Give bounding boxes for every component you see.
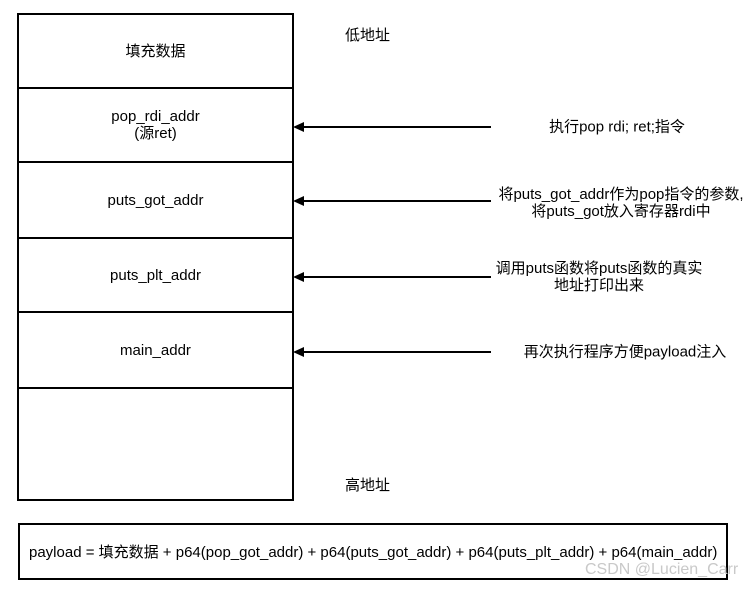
- arrow-line: [302, 126, 491, 128]
- arrow-line: [302, 200, 491, 202]
- arrow-left-icon: [293, 347, 304, 357]
- high-address-label: 高地址: [345, 477, 391, 494]
- stack-row-puts-got-addr: puts_got_addr: [19, 163, 292, 239]
- stack-row-puts-plt-addr: puts_plt_addr: [19, 239, 292, 313]
- stack-row-label: puts_plt_addr: [110, 266, 201, 284]
- arrow-to-puts-got-addr: [293, 195, 491, 207]
- stack-row-sublabel: (源ret): [134, 125, 177, 142]
- stack-row-empty: [19, 389, 292, 499]
- annotation-line: 将puts_got_addr作为pop指令的参数,: [498, 186, 744, 203]
- stack-row-label: main_addr: [120, 341, 191, 359]
- arrow-left-icon: [293, 272, 304, 282]
- arrow-line: [302, 276, 491, 278]
- annotation-puts-got: 将puts_got_addr作为pop指令的参数, 将puts_got放入寄存器…: [490, 186, 752, 220]
- watermark: CSDN @Lucien_Carr: [585, 561, 739, 578]
- stack-row-label: pop_rdi_addr: [111, 108, 200, 125]
- arrow-to-puts-plt-addr: [293, 271, 491, 283]
- annotation-main: 再次执行程序方便payload注入: [500, 344, 750, 361]
- arrow-left-icon: [293, 122, 304, 132]
- stack-memory-box: 填充数据 pop_rdi_addr (源ret) puts_got_addr p…: [17, 13, 294, 501]
- stack-row-label: puts_got_addr: [107, 191, 204, 209]
- low-address-label: 低地址: [345, 27, 391, 44]
- stack-row-main-addr: main_addr: [19, 313, 292, 389]
- stack-row-pop-rdi-addr: pop_rdi_addr (源ret): [19, 89, 292, 163]
- arrow-left-icon: [293, 196, 304, 206]
- annotation-line: 执行pop rdi; ret;指令: [549, 118, 685, 136]
- annotation-line: 地址打印出来: [553, 277, 644, 294]
- annotation-line: 将puts_got放入寄存器rdi中: [531, 203, 711, 220]
- annotation-line: 调用puts函数将puts函数的真实: [495, 260, 703, 277]
- stack-row-padding-data: 填充数据: [19, 15, 292, 89]
- annotation-puts-plt: 调用puts函数将puts函数的真实 地址打印出来: [493, 260, 705, 294]
- annotation-pop-rdi: 执行pop rdi; ret;指令: [493, 119, 741, 136]
- stack-row-label: 填充数据: [125, 42, 186, 60]
- payload-formula-text: payload = 填充数据 + p64(pop_got_addr) + p64…: [29, 544, 718, 561]
- payload-formula-box: payload = 填充数据 + p64(pop_got_addr) + p64…: [18, 523, 728, 580]
- arrow-to-main-addr: [293, 346, 491, 358]
- annotation-line: 再次执行程序方便payload注入: [523, 343, 727, 361]
- arrow-to-pop-rdi-addr: [293, 121, 491, 133]
- arrow-line: [302, 351, 491, 353]
